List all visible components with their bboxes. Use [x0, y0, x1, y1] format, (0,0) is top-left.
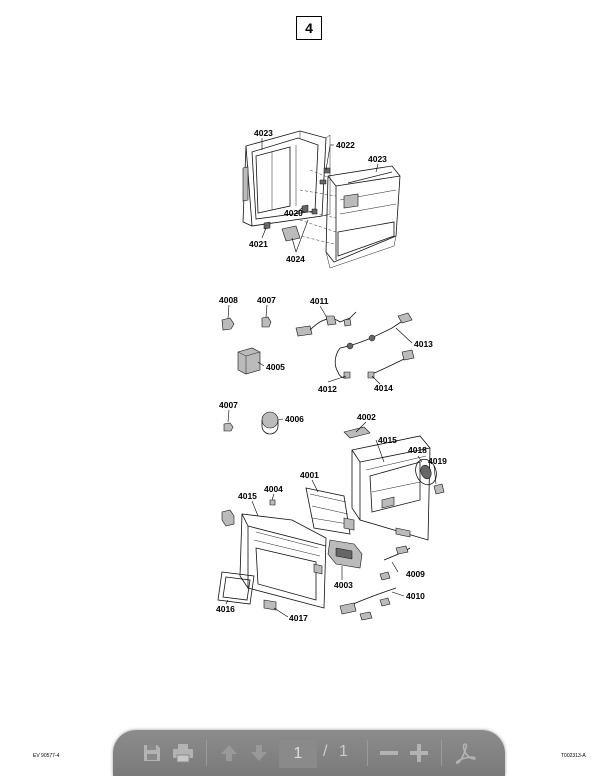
callout-4019: 4019: [428, 456, 447, 466]
callout-4008: 4008: [219, 295, 238, 305]
callout-4023-tray: 4023: [368, 154, 387, 164]
callout-4022: 4022: [336, 140, 355, 150]
callout-4002: 4002: [357, 412, 376, 422]
part-4019: [433, 483, 445, 495]
part-4016: [217, 571, 255, 605]
zoom-out-button[interactable]: [377, 741, 401, 765]
harness-4014: [367, 349, 415, 379]
panel-4015-front: [221, 509, 327, 609]
plus-icon: [410, 744, 428, 762]
harness-4013: [334, 312, 413, 373]
harness-4012: [337, 371, 351, 379]
callout-4014: 4014: [374, 383, 393, 393]
toolbar-separator: [367, 740, 368, 766]
arrow-down-icon: [251, 745, 267, 761]
panel-4015-rear: [351, 435, 431, 541]
next-page-button[interactable]: [247, 741, 271, 765]
part-4008: [221, 317, 235, 331]
callout-4024: 4024: [286, 254, 305, 264]
callout-4015-rear: 4015: [378, 435, 397, 445]
part-4022: [319, 167, 331, 185]
acrobat-icon: [455, 743, 476, 764]
page-number-input[interactable]: [279, 740, 317, 768]
callout-4012: 4012: [318, 384, 337, 394]
arrow-up-icon: [221, 745, 237, 761]
page-number-box: 4: [296, 16, 322, 40]
housing-frame-4023: [242, 130, 331, 227]
footer-drawing-code: T002313-A: [561, 753, 586, 759]
callout-4004: 4004: [264, 484, 283, 494]
print-button[interactable]: [171, 741, 195, 765]
save-icon: [144, 745, 160, 761]
callout-4007-mid: 4007: [257, 295, 276, 305]
callout-4006: 4006: [285, 414, 304, 424]
callout-4010: 4010: [406, 591, 425, 601]
part-4020: [301, 204, 318, 215]
callout-4009: 4009: [406, 569, 425, 579]
callout-4020: 4020: [284, 208, 303, 218]
part-4004: [269, 499, 276, 506]
callout-4021: 4021: [249, 239, 268, 249]
callout-4018: 4018: [408, 445, 427, 455]
part-4005: [237, 347, 261, 375]
callout-4005: 4005: [266, 362, 285, 372]
footer-doc-code: EV 90577-4: [33, 753, 60, 759]
harness-4010: [339, 587, 397, 621]
page-total: 1: [339, 743, 348, 760]
callout-4015-front: 4015: [238, 491, 257, 501]
callout-4011: 4011: [310, 296, 329, 306]
part-4006: [261, 411, 279, 435]
part-4011: [295, 311, 357, 337]
minus-icon: [380, 751, 398, 755]
print-icon: [173, 744, 193, 763]
pcb-4001: [305, 487, 355, 535]
page-separator: /: [323, 743, 328, 760]
part-4002: [343, 426, 371, 439]
callout-4017: 4017: [289, 613, 308, 623]
part-4007b: [223, 422, 234, 432]
part-4021: [263, 221, 271, 230]
callout-4023-frame: 4023: [254, 128, 273, 138]
callout-4003: 4003: [334, 580, 353, 590]
callout-4016: 4016: [216, 604, 235, 614]
open-in-acrobat-button[interactable]: [453, 741, 477, 765]
callout-4007-low: 4007: [219, 400, 238, 410]
part-4017: [263, 599, 277, 611]
part-4018: [415, 458, 437, 486]
callout-4001: 4001: [300, 470, 319, 480]
part-4003: [327, 539, 363, 569]
housing-tray-4023: [325, 165, 401, 269]
pdf-viewer-toolbar: / 1: [113, 730, 505, 776]
save-button[interactable]: [140, 741, 164, 765]
toolbar-separator: [441, 740, 442, 766]
part-4024: [281, 225, 301, 242]
part-4007: [261, 316, 272, 328]
zoom-in-button[interactable]: [407, 741, 431, 765]
harness-4009: [379, 545, 411, 581]
toolbar-separator: [206, 740, 207, 766]
callout-4013: 4013: [414, 339, 433, 349]
previous-page-button[interactable]: [217, 741, 241, 765]
